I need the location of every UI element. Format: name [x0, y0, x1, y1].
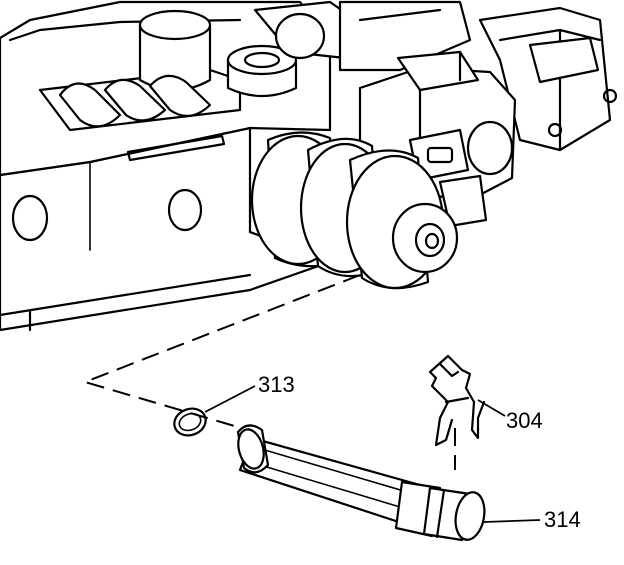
valve-body-casting — [0, 0, 332, 332]
retaining-clip-304 — [428, 354, 486, 447]
callout-leaders — [204, 385, 541, 523]
o-ring-313 — [173, 407, 207, 437]
tube-314 — [236, 424, 486, 542]
solenoid-connector-block — [478, 6, 618, 152]
callout-304: 304 — [506, 408, 543, 433]
valve-body-top-pads — [58, 0, 472, 128]
callout-314: 314 — [544, 507, 581, 532]
callout-313: 313 — [258, 372, 295, 397]
solenoid-assembly — [250, 50, 517, 290]
